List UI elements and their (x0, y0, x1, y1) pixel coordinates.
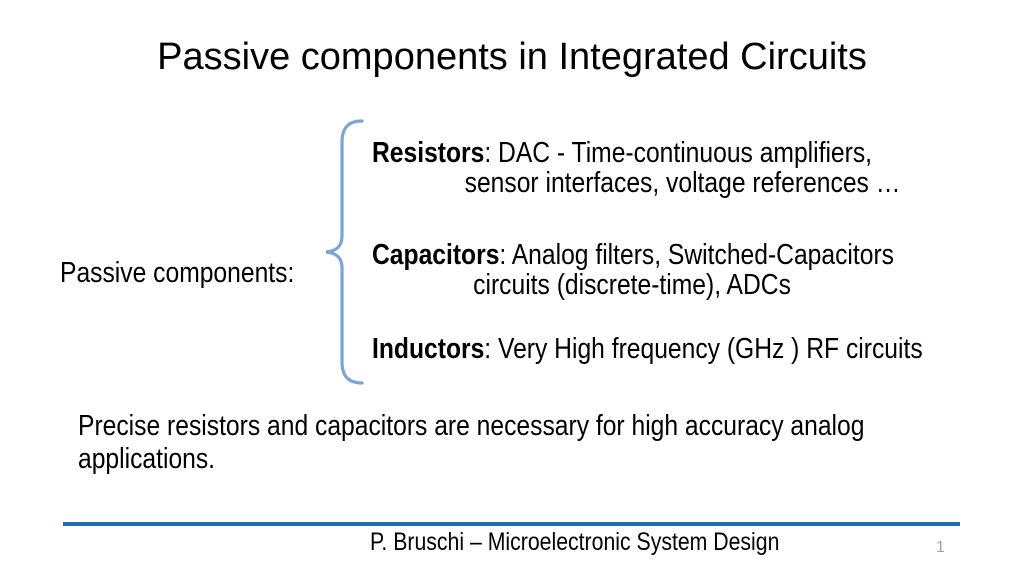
curly-brace-icon (325, 119, 364, 385)
note-paragraph: Precise resistors and capacitors are nec… (78, 410, 864, 476)
item-capacitors-label: Capacitors (372, 239, 500, 271)
item-resistors: Resistors: DAC - Time-continuous amplifi… (372, 138, 984, 198)
footer-rule (63, 522, 960, 526)
item-resistors-label: Resistors (372, 137, 485, 169)
item-capacitors: Capacitors: Analog filters, Switched-Cap… (372, 240, 984, 300)
item-inductors-label: Inductors (372, 333, 485, 365)
group-label: Passive components: (60, 257, 295, 289)
footer-text: P. Bruschi – Microelectronic System Desi… (370, 528, 780, 556)
item-resistors-line2: sensor interfaces, voltage references … (464, 167, 901, 199)
slide-title: Passive components in Integrated Circuit… (157, 36, 867, 78)
item-inductors-text: : Very High frequency (GHz ) RF circuits (484, 333, 923, 365)
page-number: 1 (936, 539, 945, 556)
item-inductors: Inductors: Very High frequency (GHz ) RF… (372, 334, 984, 364)
note-line2: applications. (78, 443, 216, 475)
note-line1: Precise resistors and capacitors are nec… (78, 410, 865, 442)
item-capacitors-line1: Capacitors: Analog filters, Switched-Cap… (372, 240, 984, 270)
item-resistors-line1: Resistors: DAC - Time-continuous amplifi… (372, 138, 984, 168)
item-inductors-line1: Inductors: Very High frequency (GHz ) RF… (372, 334, 984, 364)
item-capacitors-line2: circuits (discrete-time), ADCs (473, 269, 791, 301)
item-resistors-text: : DAC - Time-continuous amplifiers, (484, 137, 873, 169)
item-capacitors-text: : Analog filters, Switched-Capacitors (499, 239, 894, 271)
